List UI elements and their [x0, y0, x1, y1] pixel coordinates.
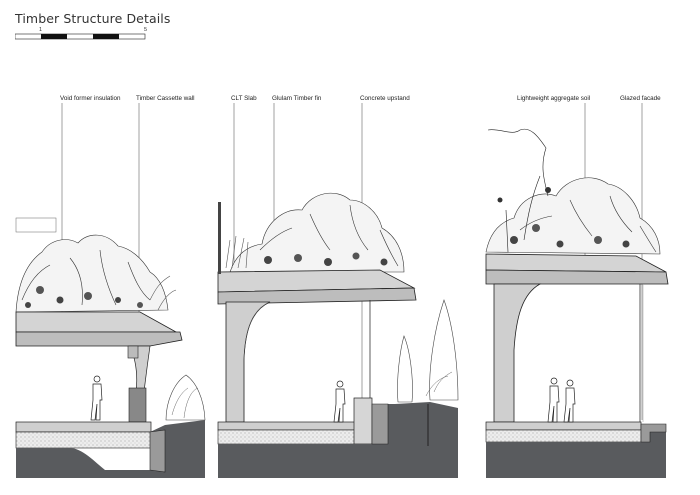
ground-2 — [218, 402, 458, 478]
vegetation-2 — [225, 192, 405, 273]
section-1-drawing — [15, 217, 206, 478]
person-figure-2 — [333, 380, 346, 423]
ground-3 — [486, 424, 666, 478]
label-timber-cassette-wall: Timber Cassette wall — [136, 95, 195, 102]
scale-bar — [15, 33, 146, 40]
scale-start-label: 1 — [39, 27, 43, 33]
person-figure-1 — [90, 375, 103, 421]
label-clt-slab: CLT Slab — [231, 95, 257, 102]
label-void-former-insulation: Void former insulation — [60, 95, 121, 102]
label-glazed-facade: Glazed facade — [620, 95, 661, 102]
label-concrete-upstand: Concrete upstand — [360, 95, 410, 102]
vegetation-3 — [485, 128, 661, 255]
section-3-drawing — [485, 128, 669, 478]
scale-end-label: 5 — [144, 27, 148, 33]
label-lightweight-aggregate-soil: Lightweight aggregate soil — [517, 95, 591, 102]
vegetation-1 — [15, 234, 177, 313]
concrete-upstand — [353, 397, 373, 445]
green-roof-1 — [15, 311, 178, 333]
label-glulam-timber-fin: Glulam Timber fin — [272, 95, 322, 102]
section-2-drawing — [217, 192, 459, 478]
glulam-fin — [225, 301, 271, 423]
person-figure-3 — [547, 377, 560, 423]
person-figure-4 — [563, 379, 576, 423]
page-title: Timber Structure Details — [15, 11, 171, 26]
green-roof-3 — [485, 253, 667, 273]
